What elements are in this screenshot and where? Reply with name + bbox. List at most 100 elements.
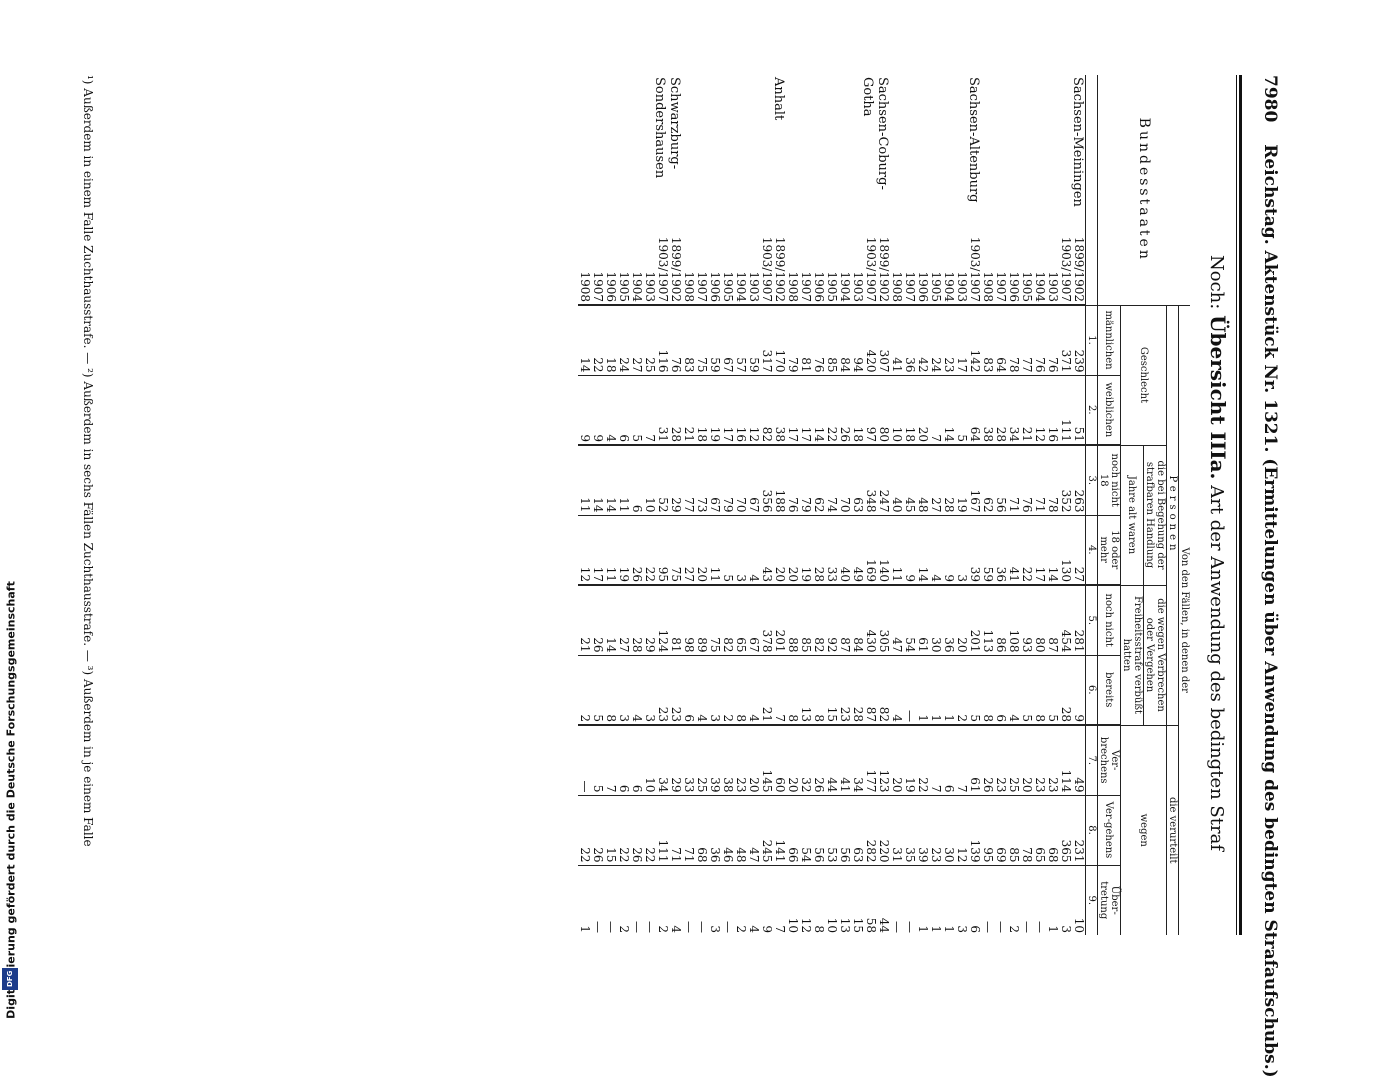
value-cell-c5: 281 454 87 80 93 108 86 113 bbox=[981, 585, 1086, 655]
page-number: 7980 bbox=[1260, 75, 1280, 123]
value-cell-c5: 81 124 29 28 27 14 26 21 bbox=[578, 585, 683, 655]
header-verbrechens: Ver-brechens bbox=[1097, 725, 1121, 795]
header-jahre-alt: Jahre alt waren bbox=[1120, 445, 1144, 585]
value-cell-c7: 49 114 23 23 20 25 23 26 bbox=[981, 725, 1086, 795]
value-cell-c1: 170 317 59 57 67 59 75 83 bbox=[682, 305, 787, 375]
dfg-sidebar: Digitalisierung gefördert durch die Deut… bbox=[0, 0, 22, 1019]
column-number: 5. bbox=[1085, 585, 1098, 655]
table-title: Noch: Übersicht IIIa. Art der Anwendung … bbox=[1206, 255, 1230, 935]
value-cell-c6: 7 21 4 8 2 3 4 6 bbox=[682, 655, 787, 725]
value-cell-c6: 23 23 3 4 3 8 5 2 bbox=[578, 655, 683, 725]
value-cell-c8: 220 282 63 56 53 56 54 66 bbox=[786, 795, 891, 865]
header-wegen: wegen bbox=[1120, 725, 1167, 935]
value-cell-c2: 28 31 7 5 6 4 9 9 bbox=[578, 375, 683, 445]
table-body: Sachsen-Meiningen 1899/1902 1903/1907 190… bbox=[578, 75, 1086, 935]
value-cell-c2: 64 5 14 7 20 18 10 bbox=[890, 375, 982, 445]
value-cell-c9: 4 2 — — 2 — — 1 bbox=[578, 865, 683, 935]
value-cell-c4: 27 130 14 17 22 41 36 59 bbox=[981, 515, 1086, 585]
value-cell-c3: 188 356 67 70 79 67 73 77 bbox=[682, 445, 787, 515]
header-bereits: bereits bbox=[1097, 655, 1121, 725]
table-row: Sachsen-Altenburg 1903/1907 1903 1904 190… bbox=[890, 75, 982, 935]
value-cell-c6: 9 28 5 8 5 4 6 8 bbox=[981, 655, 1086, 725]
value-cell-c8: 71 111 22 26 22 15 26 22 bbox=[578, 795, 683, 865]
state-name: Anhalt bbox=[771, 77, 786, 121]
state-name: Sachsen-Coburg-Gotha bbox=[860, 77, 890, 190]
year-list: 1899/1902 1903/1907 1903 1904 1905 1906 … bbox=[786, 225, 891, 305]
header-rule-thin bbox=[1236, 75, 1237, 935]
column-number: 4. bbox=[1085, 515, 1098, 585]
header-die-wegen-verbrechen: die wegen Verbrechen oder Vergehen bbox=[1143, 585, 1167, 725]
value-cell-c4: 39 3 9 4 14 9 11 bbox=[890, 515, 982, 585]
value-cell-c6: 82 87 28 23 15 8 13 8 bbox=[786, 655, 891, 725]
value-cell-c1: 142 17 23 24 42 36 41 bbox=[890, 305, 982, 375]
value-cell-c2: 38 82 12 16 17 19 18 21 bbox=[682, 375, 787, 445]
year-list: 1903/1907 1903 1904 1905 1906 1907 1908 bbox=[890, 225, 982, 305]
column-number: 2. bbox=[1085, 375, 1098, 445]
value-cell-c8: 231 365 68 65 78 85 69 95 bbox=[981, 795, 1086, 865]
value-cell-c1: 76 116 25 27 24 18 22 14 bbox=[578, 305, 683, 375]
column-number: 8. bbox=[1085, 795, 1098, 865]
value-cell-c2: 80 97 18 26 22 14 17 17 bbox=[786, 375, 891, 445]
value-cell-c4: 75 95 22 26 19 11 17 12 bbox=[578, 515, 683, 585]
value-cell-c9: 44 58 15 13 10 8 12 10 bbox=[786, 865, 891, 935]
scanned-page: Digitalisierung gefördert durch die Deut… bbox=[0, 0, 1280, 1078]
header-geschlecht: Geschlecht bbox=[1120, 305, 1167, 445]
column-number: 9. bbox=[1085, 865, 1098, 935]
year-list: 1899/1902 1903/1907 1903 1904 1905 1906 … bbox=[682, 225, 787, 305]
value-cell-c3: 167 19 28 27 48 45 40 bbox=[890, 445, 982, 515]
value-cell-c6: 5 2 1 1 1 — 4 bbox=[890, 655, 982, 725]
header-von-den-faellen: Von den Fällen, in denen der bbox=[1178, 305, 1190, 935]
header-spacer bbox=[1085, 75, 1098, 305]
dfg-logo: DFG bbox=[2, 968, 18, 990]
header-maennlich: männlichen bbox=[1097, 305, 1121, 375]
page-header: 7980 Reichstag. Aktenstück Nr. 1321. (Er… bbox=[1260, 75, 1280, 1078]
state-name: Schwarzburg-Sondershausen bbox=[652, 77, 682, 179]
header-die-bei-begehung: die bei Begehung der strafbaren Handlung bbox=[1143, 445, 1167, 585]
header-weiblich: weiblichen bbox=[1097, 375, 1121, 445]
dfg-credit-text: Digitalisierung gefördert durch die Deut… bbox=[4, 581, 18, 1019]
value-cell-c9: 7 9 4 2 — 3 — — bbox=[682, 865, 787, 935]
value-cell-c1: 307 420 94 84 85 76 81 79 bbox=[786, 305, 891, 375]
value-cell-c7: 61 7 6 7 22 19 20 bbox=[890, 725, 982, 795]
column-number: 3. bbox=[1085, 445, 1098, 515]
header-rule bbox=[1239, 75, 1242, 935]
header-die-verurteilt: die verurteilt bbox=[1166, 725, 1179, 935]
table-row: Anhalt 1899/1902 1903/1907 1903 1904 1905… bbox=[682, 75, 787, 935]
value-cell-c2: 51 111 16 12 21 34 28 38 bbox=[981, 375, 1086, 445]
table-row: Schwarzburg-Sondershausen 1899/1902 1903/… bbox=[578, 75, 683, 935]
value-cell-c7: 60 145 20 23 38 39 25 33 bbox=[682, 725, 787, 795]
year-list: 1899/1902 1903/1907 1903 1904 1905 1906 … bbox=[578, 225, 683, 305]
table-row: Sachsen-Coburg-Gotha 1899/1902 1903/1907 … bbox=[786, 75, 891, 935]
header-noch-nicht: noch nicht bbox=[1097, 585, 1121, 655]
value-cell-c4: 140 169 49 40 33 28 19 20 bbox=[786, 515, 891, 585]
table-row: Sachsen-Meiningen 1899/1902 1903/1907 190… bbox=[981, 75, 1086, 935]
title-prefix: Noch: bbox=[1206, 255, 1227, 310]
header-bundesstaaten: Bundesstaaten bbox=[1136, 117, 1153, 262]
header-18-oder-mehr: 18 oder mehr bbox=[1097, 515, 1121, 585]
state-name: Sachsen-Meiningen bbox=[1070, 77, 1085, 207]
value-cell-c5: 305 430 84 87 92 82 85 88 bbox=[786, 585, 891, 655]
value-cell-c7: 29 34 10 6 6 7 5 — bbox=[578, 725, 683, 795]
rotated-document: 7980 Reichstag. Aktenstück Nr. 1321. (Er… bbox=[80, 75, 1280, 1078]
value-cell-c3: 29 52 10 6 11 14 14 11 bbox=[578, 445, 683, 515]
column-number: 1. bbox=[1085, 305, 1098, 375]
value-cell-c5: 201 20 36 30 61 54 47 bbox=[890, 585, 982, 655]
value-cell-c8: 141 245 47 48 46 36 68 71 bbox=[682, 795, 787, 865]
value-cell-c5: 201 378 67 65 82 75 89 98 bbox=[682, 585, 787, 655]
header-uebertretung: Über-tretung bbox=[1097, 865, 1121, 935]
state-name: Sachsen-Altenburg bbox=[966, 77, 981, 203]
column-number: 6. bbox=[1085, 655, 1098, 725]
value-cell-c1: 239 371 76 76 77 78 64 83 bbox=[981, 305, 1086, 375]
header-vergehens: Ver-gehens bbox=[1097, 795, 1121, 865]
column-number: 7. bbox=[1085, 725, 1098, 795]
document-title: Reichstag. Aktenstück Nr. 1321. (Ermitte… bbox=[1260, 144, 1280, 1078]
header-noch-nicht-18: noch nicht 18 bbox=[1097, 445, 1121, 515]
title-rest: Art der Anwendung des bedingten Straf bbox=[1206, 485, 1227, 851]
title-main: Übersicht IIIa. bbox=[1206, 315, 1230, 480]
value-cell-c4: 20 43 4 3 5 11 20 27 bbox=[682, 515, 787, 585]
footnotes: ¹) Außerdem in einem Falle Zuchthausstra… bbox=[81, 75, 95, 847]
header-freiheitsstrafe: Freiheitsstrafe verbüßt hatten bbox=[1120, 585, 1144, 725]
value-cell-c9: 6 3 1 1 1 — — bbox=[890, 865, 982, 935]
year-list: 1899/1902 1903/1907 1903 1904 1905 1906 … bbox=[981, 225, 1086, 305]
value-cell-c7: 123 177 34 41 44 26 32 20 bbox=[786, 725, 891, 795]
